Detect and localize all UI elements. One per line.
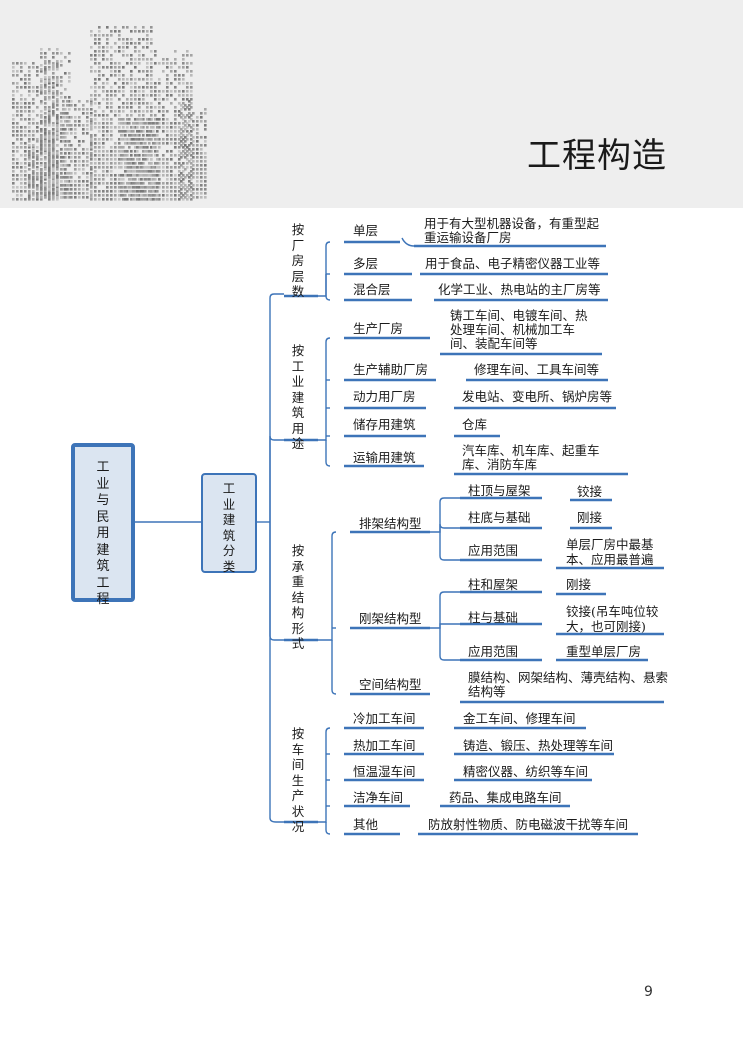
sub-label: 柱与基础 [468,610,519,625]
category-node-box [201,473,257,573]
item-desc: 金工车间、修理车间 [463,711,576,726]
category-node-label: 工业建筑分类 [222,481,236,574]
sub-label: 应用范围 [468,644,519,659]
sub-label: 柱顶与屋架 [468,483,531,498]
item-desc: 防放射性物质、防电磁波干扰等车间 [428,817,629,832]
item-desc: 铸造、锻压、热处理等车间 [463,738,614,753]
root-node-box [71,443,135,602]
item-desc: 汽车库、机车库、起重车库、消防车库 [462,443,600,472]
item-label: 冷加工车间 [353,711,416,726]
item-label: 运输用建筑 [353,450,416,465]
item-desc: 用于食品、电子精密仪器工业等 [425,256,601,271]
item-desc: 用于有大型机器设备，有重型起重运输设备厂房 [424,216,600,245]
page-header: 工程构造 [0,0,743,208]
city-skyline-illustration [12,26,207,201]
sub-desc: 重型单层厂房 [566,644,642,659]
group-label-usage: 按工业建筑用途 [291,343,305,451]
item-label: 动力用厂房 [353,389,416,404]
sub-desc: 刚接 [566,577,592,592]
root-node-label: 工业与民用建筑工程 [96,460,110,607]
item-desc: 修理车间、工具车间等 [474,362,600,377]
sub-desc: 刚接 [577,510,603,525]
item-desc: 铸工车间、电镀车间、热处理车间、机械加工车间、装配车间等 [450,308,588,351]
item-desc: 精密仪器、纺织等车间 [463,764,589,779]
page-title: 工程构造 [527,136,667,176]
item-label: 单层 [353,223,379,238]
item-label: 排架结构型 [359,516,422,531]
item-label: 刚架结构型 [359,611,422,626]
group-label-floors: 按厂房层数 [291,222,305,299]
sub-desc: 铰接 [577,484,603,499]
item-desc: 化学工业、热电站的主厂房等 [438,282,601,297]
item-label: 洁净车间 [353,790,404,805]
sub-label: 柱底与基础 [468,510,531,525]
item-desc: 仓库 [462,417,488,432]
item-desc: 发电站、变电所、锅炉房等 [462,389,613,404]
item-label: 空间结构型 [359,677,422,692]
item-label: 多层 [353,256,379,271]
sub-desc: 铰接(吊车吨位较大，也可刚接) [566,604,659,634]
page-number: 9 [644,984,653,1000]
group-label-structure: 按承重结构形式 [291,543,305,651]
sub-label: 应用范围 [468,543,519,558]
item-label: 生产辅助厂房 [353,362,429,377]
item-desc: 膜结构、网架结构、薄壳结构、悬索结构等 [468,670,669,699]
sub-desc: 单层厂房中最基本、应用最普遍 [566,537,654,567]
item-label: 混合层 [353,282,391,297]
item-label: 其他 [353,817,379,832]
sub-label: 柱和屋架 [468,577,519,592]
group-label-condition: 按车间生产状况 [291,726,305,834]
item-label: 恒温湿车间 [353,764,416,779]
item-label: 热加工车间 [353,738,416,753]
item-label: 生产厂房 [353,321,404,336]
item-label: 储存用建筑 [353,417,416,432]
item-desc: 药品、集成电路车间 [449,790,562,805]
